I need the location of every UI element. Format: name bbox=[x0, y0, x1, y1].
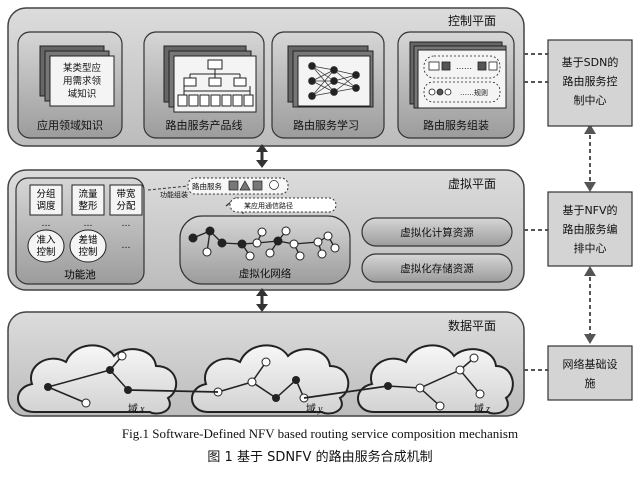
function-pool-label: 功能池 bbox=[64, 268, 96, 281]
compute-resource: 虚拟化计算资源 bbox=[361, 217, 513, 247]
domain-y-var: y bbox=[317, 404, 323, 415]
nfv-center-line3: 排中心 bbox=[574, 241, 607, 255]
assembly-icon-rule: ……规则 bbox=[460, 88, 488, 97]
pool-item-1-line2: 调度 bbox=[36, 200, 56, 212]
hierarchy-icon bbox=[177, 59, 254, 107]
inter-domain-links bbox=[127, 385, 389, 399]
cloud-domain-x: 域 x bbox=[17, 344, 178, 415]
nfv-center-line2: 路由服务编 bbox=[563, 222, 618, 236]
domain-knowledge-icon-line2: 用需求领 bbox=[63, 75, 102, 87]
nfv-center-line1: 基于NFV的 bbox=[562, 203, 617, 217]
cloud-domain-z: 域 z bbox=[357, 344, 514, 415]
pool-item-4-line2: 控制 bbox=[36, 246, 55, 258]
function-assembly-annotation: 功能组装 路由服务 某应用通信路径 bbox=[147, 177, 337, 236]
control-virtual-arrow bbox=[256, 144, 268, 168]
side-arrowheads bbox=[584, 124, 596, 344]
pool-item-4-line1: 准入 bbox=[36, 235, 56, 246]
pool-item-2-line1: 流量 bbox=[78, 188, 98, 200]
pool-item-1-line1: 分组 bbox=[36, 188, 56, 200]
assembly-icon-ellipsis: …… bbox=[456, 62, 472, 71]
figure-caption-chinese: 图 1 基于 SDNFV 的路由服务合成机制 bbox=[207, 450, 433, 465]
side-dashed-links bbox=[524, 53, 591, 371]
domain-knowledge-label: 应用领域知识 bbox=[37, 118, 103, 132]
function-pool: 分组 调度 流量 整形 带宽 分配 … … … 准入 控制 差错 控制 … 功能… bbox=[15, 177, 145, 285]
module-domain-knowledge: 某类型应 用需求领 域知识 应用领域知识 bbox=[17, 31, 123, 139]
figure-caption-english: Fig.1 Software-Defined NFV based routing… bbox=[121, 426, 519, 441]
domain-y-prefix: 域 bbox=[306, 402, 316, 415]
product-line-label: 路由服务产品线 bbox=[166, 118, 243, 132]
domain-x-var: x bbox=[139, 404, 145, 415]
domain-knowledge-icon-line1: 某类型应 bbox=[63, 62, 102, 74]
module-assembly: …… ……规则 路由服务组装 bbox=[397, 31, 515, 139]
sdn-control-center-box: 基于SDN的 路由服务控 制中心 bbox=[547, 39, 633, 127]
data-plane: 数据平面 域 x 域 y bbox=[7, 311, 525, 417]
nfv-orchestration-center-box: 基于NFV的 路由服务编 排中心 bbox=[547, 191, 633, 267]
pool-item-5-line1: 差错 bbox=[78, 234, 98, 246]
assembly-label: 路由服务组装 bbox=[423, 118, 489, 132]
virtual-plane: 虚拟平面 分组 调度 流量 整形 带宽 分配 … … … 准入 控制 差错 控制… bbox=[7, 169, 525, 291]
neural-network-icon bbox=[308, 62, 360, 100]
virtual-data-arrow bbox=[256, 288, 268, 312]
pool-item-3-line2: 分配 bbox=[116, 201, 136, 212]
sdn-center-line2: 路由服务控 bbox=[563, 74, 618, 88]
pool-item-3-line1: 带宽 bbox=[116, 188, 136, 200]
module-learning: 路由服务学习 bbox=[271, 31, 385, 139]
pool-ellipsis-1: … bbox=[42, 219, 51, 229]
data-plane-title: 数据平面 bbox=[448, 318, 496, 333]
virtual-plane-title: 虚拟平面 bbox=[448, 177, 496, 191]
function-assembly-label: 功能组装 bbox=[160, 190, 188, 199]
storage-resource: 虚拟化存储资源 bbox=[361, 253, 513, 283]
module-product-line: 路由服务产品线 bbox=[143, 31, 265, 139]
infrastructure-box: 网络基础设 施 bbox=[547, 345, 633, 401]
virtualized-network-label: 虚拟化网络 bbox=[239, 267, 292, 280]
route-service-label: 路由服务 bbox=[192, 181, 222, 191]
domain-z-var: z bbox=[485, 404, 490, 415]
assembly-flow-icon bbox=[423, 55, 501, 103]
domain-z-prefix: 域 bbox=[474, 402, 484, 415]
infrastructure-line2: 施 bbox=[585, 377, 596, 390]
pool-ellipsis-2: … bbox=[84, 219, 93, 229]
pool-ellipsis-4: … bbox=[122, 241, 131, 251]
storage-resource-label: 虚拟化存储资源 bbox=[400, 262, 474, 275]
control-plane: 控制平面 某类型应 用需求领 域知识 应用领域知识 bbox=[7, 7, 525, 147]
infrastructure-line1: 网络基础设 bbox=[563, 357, 618, 371]
compute-resource-label: 虚拟化计算资源 bbox=[400, 226, 474, 239]
pool-item-2-line2: 整形 bbox=[78, 200, 98, 212]
pool-ellipsis-3: … bbox=[122, 219, 131, 229]
domain-x-prefix: 域 bbox=[128, 402, 138, 415]
virtualized-network: 虚拟化网络 bbox=[179, 215, 351, 285]
sdn-center-line1: 基于SDN的 bbox=[562, 55, 619, 69]
sdn-center-line3: 制中心 bbox=[574, 94, 607, 107]
app-path-label: 某应用通信路径 bbox=[244, 201, 293, 210]
pool-item-5-line2: 控制 bbox=[78, 246, 97, 258]
domain-knowledge-icon-line3: 域知识 bbox=[68, 88, 97, 100]
learning-label: 路由服务学习 bbox=[293, 118, 359, 132]
control-plane-title: 控制平面 bbox=[448, 14, 496, 28]
